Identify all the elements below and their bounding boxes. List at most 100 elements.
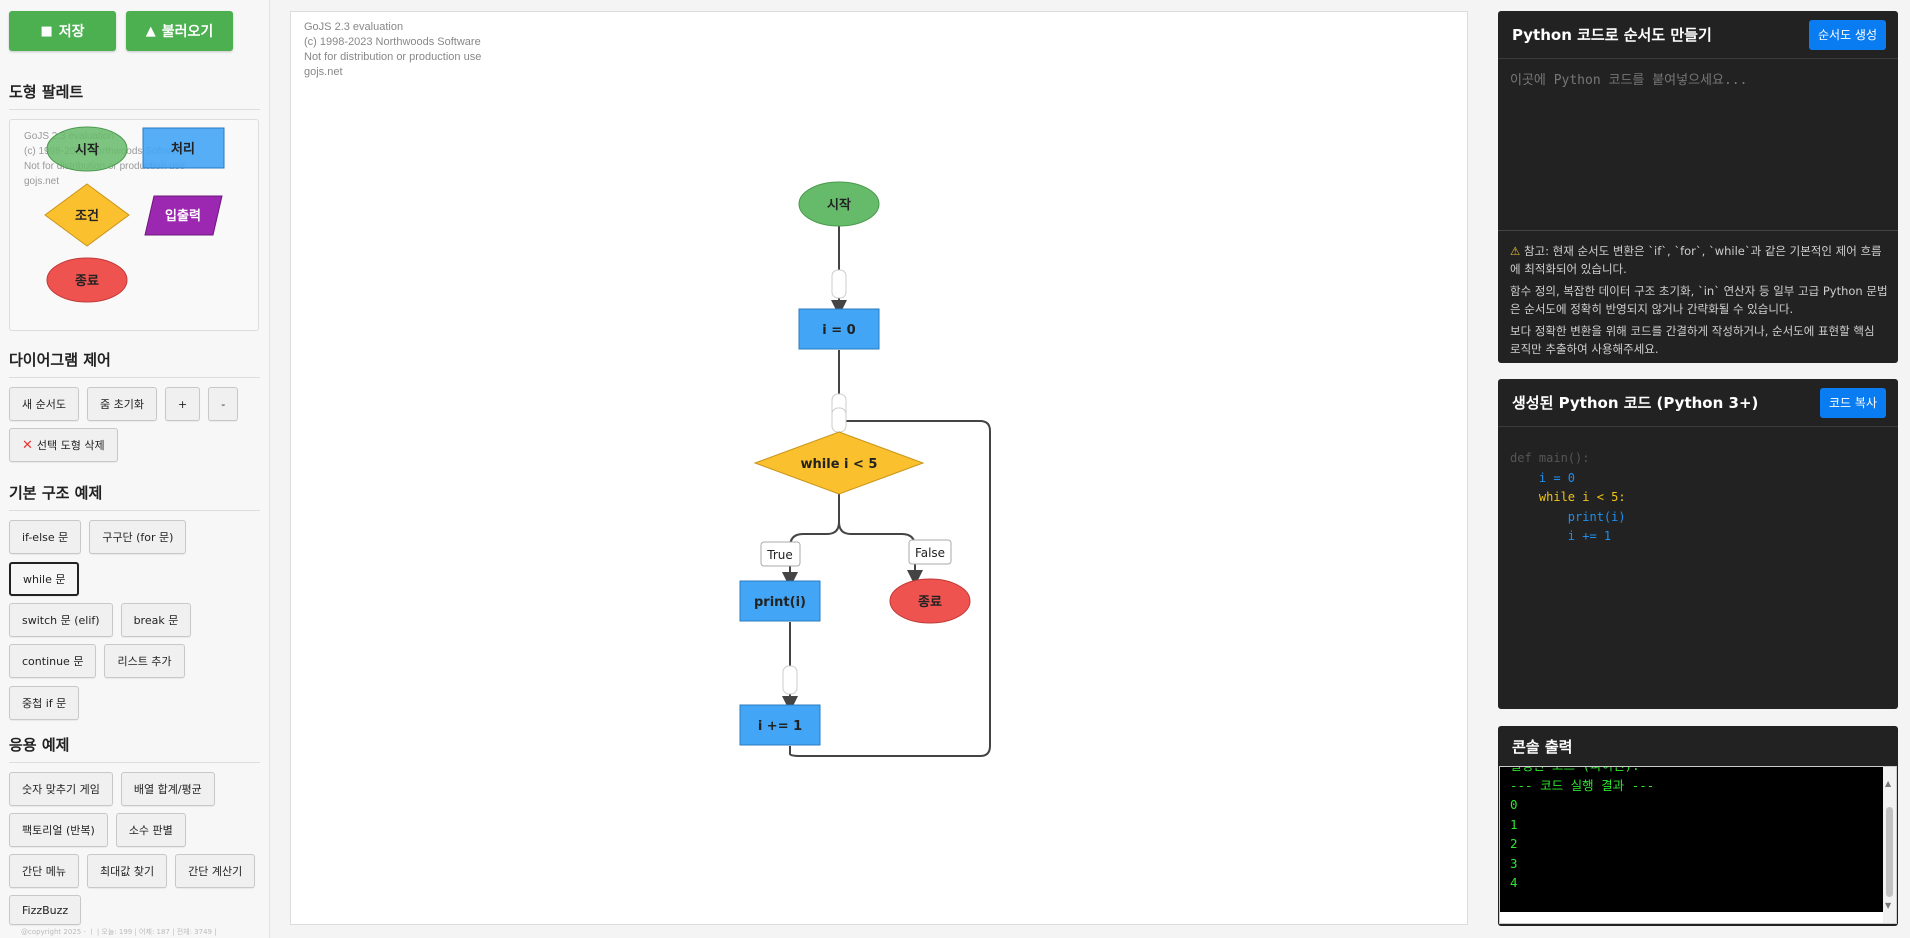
console-line-1: --- 코드 실행 결과 --- [1510,777,1655,793]
palette-end-label: 종료 [75,274,99,289]
generate-flowchart-button[interactable]: 순서도 생성 [1808,19,1886,50]
save-button[interactable]: ■ 저장 [9,11,116,51]
canvas-eval-watermark: GoJS 2.3 evaluation (c) 1998-2023 Northw… [304,21,482,78]
node-init[interactable]: i = 0 [798,308,880,350]
code-line-4: print(i) [1510,509,1626,524]
link-incr-loop [789,420,991,757]
code-input-placeholder: 이곳에 Python 코드를 붙여넣으세요... [1510,73,1748,88]
diagram-canvas[interactable]: GoJS 2.3 evaluation (c) 1998-2023 Northw… [290,11,1468,925]
link-cond-true [782,494,840,588]
link-handle-1 [831,269,847,299]
console-panel: 콘솔 출력 실행된 코드 (파이썬): --- 코드 실행 결과 --- 0 1… [1498,726,1898,926]
zoom-reset-button[interactable]: 줌 초기화 [86,387,157,421]
console-line-5: 3 [1510,855,1518,871]
example-calculator-button[interactable]: 간단 계산기 [175,854,256,888]
generated-code: def main(): i = 0 while i < 5: print(i) … [1498,427,1898,569]
example-for-button[interactable]: 구구단 (for 문) [89,520,187,554]
link-handle-4 [782,665,798,695]
note-3: 보다 정확한 변환을 위해 코드를 간결하게 작성하거나, 순서도에 표현할 핵… [1510,324,1875,356]
python-code-input[interactable]: 이곳에 Python 코드를 붙여넣으세요... [1498,59,1898,231]
node-print-label: print(i) [754,595,806,610]
example-continue-button[interactable]: continue 문 [9,644,97,678]
new-flowchart-button[interactable]: 새 순서도 [9,387,79,421]
console-line-2: 0 [1510,797,1518,812]
node-condition-label: while i < 5 [801,457,878,472]
palette-end-shape[interactable]: 종료 [46,257,128,303]
example-max-button[interactable]: 최대값 찾기 [86,854,168,888]
example-if-else-button[interactable]: if-else 문 [9,520,82,554]
delete-selected-label: 선택 도형 삭제 [36,439,105,452]
example-array-sum-button[interactable]: 배열 합계/평균 [120,772,215,806]
example-while-button[interactable]: while 문 [9,562,80,596]
link-handles[interactable] [782,269,847,695]
palette-shapes: 시작 처리 조건 입출력 종료 [44,126,225,303]
floppy-disk-icon: ■ [40,23,53,39]
palette-io-shape[interactable]: 입출력 [144,195,223,236]
true-label: True [766,548,793,562]
palette-start-shape[interactable]: 시작 [46,126,128,172]
node-increment-label: i += 1 [758,719,802,734]
copy-code-button[interactable]: 코드 복사 [1820,387,1886,418]
delete-selected-button[interactable]: ✕ 선택 도형 삭제 [9,428,118,462]
palette-decision-label: 조건 [75,208,99,224]
generated-panel-title: 생성된 Python 코드 (Python 3+) [1512,394,1759,412]
example-number-guess-button[interactable]: 숫자 맞추기 게임 [9,772,113,806]
scroll-thumb[interactable] [1886,807,1893,897]
console-output[interactable]: 실행된 코드 (파이썬): --- 코드 실행 결과 --- 0 1 2 3 4 [1500,767,1884,912]
example-nested-if-button[interactable]: 중첩 if 문 [9,686,80,720]
save-button-label: 저장 [58,24,85,40]
close-icon: ✕ [22,437,33,453]
basic-examples-title: 기본 구조 예제 [9,482,260,511]
load-button-label: 불러오기 [161,24,214,40]
generated-code-panel: 생성된 Python 코드 (Python 3+) 코드 복사 def main… [1498,379,1898,709]
code-panel-title: Python 코드로 순서도 만들기 [1512,26,1712,44]
diagram-control-title: 다이어그램 제어 [9,349,260,378]
palette-io-label: 입출력 [165,208,201,224]
note-1: 참고: 현재 순서도 변환은 `if`, `for`, `while`과 같은 … [1510,244,1882,276]
console-container: 실행된 코드 (파이썬): --- 코드 실행 결과 --- 0 1 2 3 4… [1499,766,1897,924]
zoom-in-button[interactable]: + [164,387,201,421]
palette-process-label: 처리 [171,141,195,157]
code-line-1: def main(): [1510,451,1590,465]
link-handle-3 [831,407,847,433]
code-line-2: i = 0 [1510,470,1576,485]
example-menu-button[interactable]: 간단 메뉴 [9,854,79,888]
false-label-box: False [908,539,952,565]
load-button[interactable]: ▲ 불러오기 [126,11,233,51]
left-sidebar: ■ 저장 ▲ 불러오기 도형 팔레트 GoJS 2.3 evaluation (… [0,0,270,938]
node-print[interactable]: print(i) [739,580,821,622]
console-scrollbar[interactable]: ▲ ▼ [1883,767,1896,923]
console-line-3: 1 [1510,816,1518,832]
example-fizzbuzz-button[interactable]: FizzBuzz [9,895,82,925]
example-factorial-button[interactable]: 팩토리얼 (반복) [9,813,108,847]
palette-decision-shape[interactable]: 조건 [44,183,130,247]
warning-icon: ⚠ [1510,244,1521,258]
console-line-6: 4 [1510,875,1518,890]
footer-text: @copyright 2025 - ㅣ | 오늘: 199 | 어제: 187 … [21,928,217,936]
code-line-3: while i < 5: [1510,490,1626,504]
example-prime-button[interactable]: 소수 판별 [115,813,186,847]
conversion-notes: ⚠ 참고: 현재 순서도 변환은 `if`, `for`, `while`과 같… [1498,231,1898,358]
code-line-5: i += 1 [1510,529,1612,543]
example-list-append-button[interactable]: 리스트 추가 [104,644,185,678]
folder-icon: ▲ [145,23,156,39]
app-examples-title: 응용 예제 [9,734,260,763]
false-label: False [915,546,945,560]
zoom-out-button[interactable]: - [208,387,239,421]
console-ghost-line: 실행된 코드 (파이썬): [1510,767,1874,776]
example-switch-button[interactable]: switch 문 (elif) [9,603,113,637]
scroll-down-icon[interactable]: ▼ [1885,901,1892,910]
node-init-label: i = 0 [822,323,855,338]
shape-palette[interactable]: GoJS 2.3 evaluation (c) 1998-2023 Northw… [9,119,259,331]
node-condition[interactable]: while i < 5 [753,431,925,495]
note-2: 함수 정의, 복잡한 데이터 구조 초기화, `in` 연산자 등 일부 고급 … [1510,284,1888,316]
node-increment[interactable]: i += 1 [739,704,821,746]
example-break-button[interactable]: break 문 [120,603,192,637]
palette-process-shape[interactable]: 처리 [142,127,225,169]
true-label-box: True [760,541,801,567]
node-end-label: 종료 [918,595,942,610]
palette-title: 도형 팔레트 [9,81,260,110]
node-end[interactable]: 종료 [889,578,971,624]
scroll-up-icon[interactable]: ▲ [1885,779,1892,788]
node-start[interactable]: 시작 [798,181,880,227]
